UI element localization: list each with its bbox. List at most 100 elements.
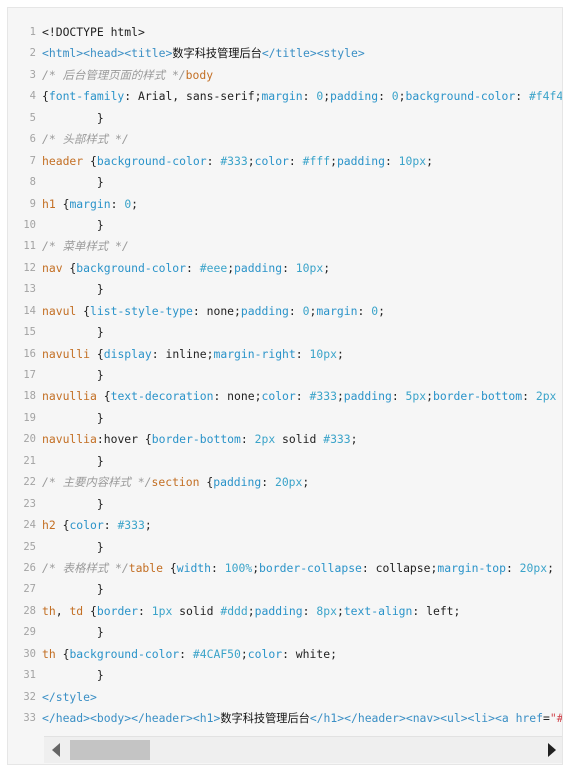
code-token: }	[42, 582, 104, 597]
line-content: <!DOCTYPE html>	[42, 22, 562, 43]
code-token: : inline;	[151, 346, 214, 361]
code-line: 21 }	[8, 451, 562, 472]
code-token: :	[391, 389, 406, 404]
code-token: : collapse;	[361, 560, 438, 575]
code-token: 10px	[398, 153, 427, 168]
code-token: ;	[547, 560, 554, 575]
code-lines[interactable]: 1<!DOCTYPE html>2<html><head><title>数字科技…	[8, 22, 562, 740]
code-token: :	[103, 518, 118, 533]
code-line: 32</style>	[8, 687, 562, 708]
scroll-right-button[interactable]	[540, 737, 562, 763]
code-token: }	[42, 175, 104, 190]
line-content: navul {list-style-type: none;padding: 0;…	[42, 301, 562, 322]
code-token: ;	[336, 603, 344, 618]
code-block: 1<!DOCTYPE html>2<html><head><title>数字科技…	[7, 7, 563, 765]
code-token: {	[163, 560, 177, 575]
code-token: :	[282, 260, 296, 275]
code-token: ,	[55, 603, 70, 618]
code-token: background-color	[405, 89, 516, 104]
code-token: border-bottom	[432, 389, 523, 404]
code-token: ;	[240, 646, 248, 661]
code-token: list-style-type	[90, 303, 193, 318]
code-token: :	[138, 603, 152, 618]
scroll-left-arrow-icon	[52, 743, 60, 757]
code-line: 2<html><head><title>数字科技管理后台</title><sty…	[8, 43, 562, 64]
line-number: 15	[23, 326, 36, 339]
code-token: td	[69, 603, 84, 618]
line-content: header {background-color: #333;color: #f…	[42, 151, 562, 172]
code-line: 11/* 菜单样式 */	[8, 236, 562, 257]
scroll-thumb[interactable]	[70, 740, 150, 760]
code-token: 1px	[151, 603, 173, 618]
code-token: ;	[131, 196, 139, 211]
code-token: border-bottom	[151, 432, 241, 447]
code-line: 29 }	[8, 622, 562, 643]
code-line: 8 }	[8, 172, 562, 193]
code-line: 13 }	[8, 279, 562, 300]
code-token: : white;	[282, 646, 337, 661]
code-token: ;	[309, 303, 317, 318]
code-token: padding	[234, 260, 283, 275]
scroll-left-button[interactable]	[44, 737, 68, 763]
line-content: {font-family: Arial, sans-serif;margin: …	[42, 86, 562, 107]
code-token: 数字科技管理后台	[220, 712, 310, 725]
code-token: </style>	[42, 689, 97, 704]
code-token: }	[42, 668, 104, 683]
line-content: }	[42, 665, 562, 686]
code-token: {	[83, 153, 97, 168]
code-token: 0	[391, 89, 399, 104]
code-line: 33</head><body></header><h1>数字科技管理后台</h1…	[8, 708, 562, 729]
code-line: 23 }	[8, 494, 562, 515]
line-content: }	[42, 579, 562, 600]
line-content: }	[42, 215, 562, 236]
code-token: :	[357, 303, 372, 318]
line-number: 19	[23, 411, 36, 424]
code-token: padding	[254, 603, 303, 618]
line-number: 28	[23, 604, 36, 617]
horizontal-scrollbar[interactable]	[44, 736, 562, 763]
code-token: 0	[316, 89, 324, 104]
code-token: background-color	[76, 260, 187, 275]
code-token: :	[186, 260, 200, 275]
code-token: solid	[172, 603, 221, 618]
code-token: :	[295, 389, 310, 404]
line-number: 26	[23, 561, 36, 574]
code-line: 31 }	[8, 665, 562, 686]
code-token: #333	[309, 389, 337, 404]
code-token: }	[42, 282, 104, 297]
code-token: }	[42, 539, 104, 554]
code-token: #333	[117, 518, 145, 533]
scroll-right-arrow-icon	[548, 743, 556, 757]
code-token: 0	[371, 303, 379, 318]
code-token: ;	[247, 153, 255, 168]
code-token: ;	[323, 89, 331, 104]
code-line: 26 /* 表格样式 */table {width: 100%;border-co…	[8, 558, 562, 579]
code-token: :	[261, 475, 275, 490]
code-token: :	[288, 303, 303, 318]
code-token: color	[261, 389, 296, 404]
code-token: :	[240, 432, 255, 447]
code-token: table	[128, 560, 164, 575]
code-token: 10px	[309, 346, 337, 361]
code-token: {	[62, 260, 77, 275]
code-token: {	[199, 475, 214, 490]
code-token: <!DOCTYPE html>	[42, 25, 145, 39]
line-content: </head><body></header><h1>数字科技管理后台</h1><…	[42, 708, 562, 729]
code-token: }	[42, 625, 104, 640]
code-token: #333	[323, 432, 351, 447]
line-content: /* 表格样式 */table {width: 100%;border-coll…	[42, 558, 562, 579]
code-token: #eee	[199, 260, 228, 275]
code-token: #fff	[302, 153, 331, 168]
code-token: </h1></header><nav><ul><li><a	[309, 711, 516, 725]
code-token: {	[76, 303, 91, 318]
code-token: {	[55, 196, 70, 211]
code-token: :	[515, 89, 529, 104]
line-number: 8	[29, 176, 36, 189]
code-token: :	[179, 646, 193, 661]
line-number: 18	[23, 390, 36, 403]
code-token: ;	[323, 260, 331, 275]
code-token: navullia	[42, 432, 97, 447]
code-token: :	[211, 560, 225, 575]
